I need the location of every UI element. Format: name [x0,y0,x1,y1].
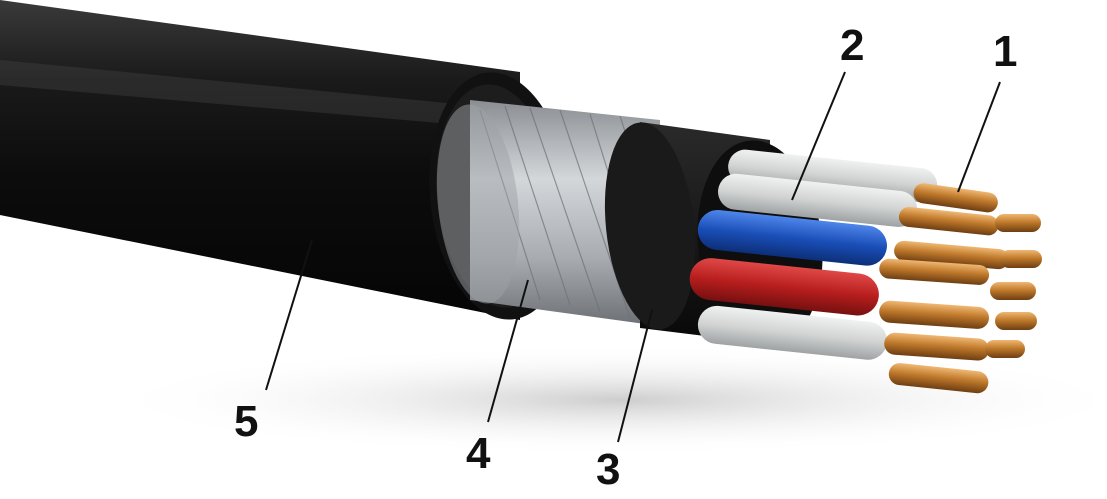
core-blue [697,209,887,266]
callout-label-5: 5 [234,397,259,446]
copper-conductors [879,183,1042,394]
core-gray-bottom [697,305,888,360]
callout-label-3: 3 [596,445,621,494]
cable-shadow [100,345,1107,455]
leader-line-1 [957,81,1001,193]
callout-label-2: 2 [840,21,865,70]
core-gray-2 [718,173,918,227]
leader-line-4 [487,279,529,423]
leader-line-3 [617,309,653,443]
core-gray-top [728,149,938,203]
core-red [689,258,879,316]
leader-line-2 [791,71,846,201]
leader-lines [265,71,1001,443]
leader-line-5 [265,239,313,391]
callout-label-1: 1 [993,27,1018,76]
callout-label-4: 4 [466,429,491,478]
insulated-cores [689,149,938,360]
